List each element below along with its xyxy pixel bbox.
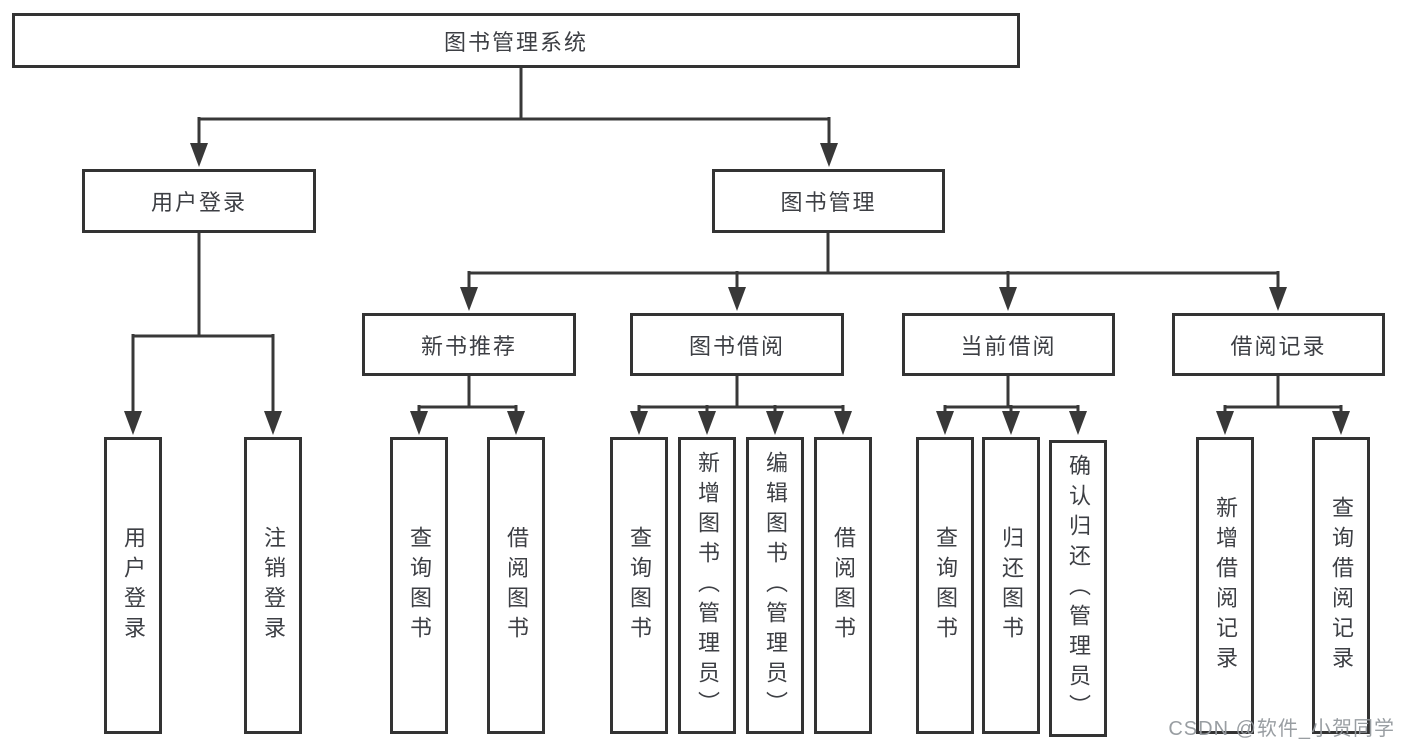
leaf-borrow-book-recommend: 借阅图书: [487, 437, 545, 734]
csdn-watermark: CSDN @软件_小贺同学: [1168, 718, 1395, 740]
arrow-down-icon: [698, 411, 716, 435]
connector-userlogin-to-leaves: [124, 233, 282, 435]
node-current-borrow: 当前借阅: [902, 313, 1115, 376]
arrow-down-icon: [460, 287, 478, 311]
node-label: 借阅记录: [1230, 333, 1327, 359]
leaf-add-book-admin: 新增图书（管理员）: [678, 437, 736, 734]
node-book-management: 图书管理: [712, 169, 945, 233]
leaf-return-book: 归还图书: [982, 437, 1040, 734]
arrow-down-icon: [630, 411, 648, 435]
node-label: 归还图书: [999, 525, 1024, 646]
connector-currentborrow-to-leaves: [936, 376, 1087, 435]
leaf-confirm-return-admin: 确认归还（管理员）: [1049, 440, 1107, 737]
arrow-down-icon: [834, 411, 852, 435]
leaf-edit-book-admin: 编辑图书（管理员）: [746, 437, 804, 734]
connector-bookborrow-to-leaves: [630, 376, 852, 435]
leaf-query-book-borrow: 查询图书: [610, 437, 668, 734]
node-label: 编辑图书（管理员）: [763, 450, 788, 721]
arrow-down-icon: [999, 287, 1017, 311]
node-label: 查询图书: [407, 525, 432, 646]
node-label: 新增借阅记录: [1213, 495, 1238, 676]
leaf-borrow-book: 借阅图书: [814, 437, 872, 734]
node-label: 用户登录: [150, 190, 247, 215]
arrow-down-icon: [1269, 287, 1287, 311]
connector-bookmgmt-to-level2: [460, 233, 1287, 311]
node-label: 新书推荐: [420, 333, 517, 359]
arrow-down-icon: [1002, 411, 1020, 435]
node-label: 图书管理系统: [443, 29, 588, 55]
node-label: 图书借阅: [688, 333, 785, 359]
node-new-book-recommend: 新书推荐: [362, 313, 576, 376]
arrow-down-icon: [507, 411, 525, 435]
node-borrow-records: 借阅记录: [1172, 313, 1385, 376]
arrow-down-icon: [410, 411, 428, 435]
node-label: 借阅图书: [831, 525, 856, 646]
node-label: 图书管理: [780, 190, 877, 215]
node-label: 确认归还（管理员）: [1066, 453, 1091, 724]
arrow-down-icon: [264, 411, 282, 435]
node-label: 当前借阅: [960, 333, 1057, 359]
leaf-query-book-recommend: 查询图书: [390, 437, 448, 734]
node-user-login: 用户登录: [82, 169, 316, 233]
node-label: 用户登录: [121, 525, 146, 646]
leaf-query-book-current: 查询图书: [916, 437, 974, 734]
connector-newbook-to-leaves: [410, 376, 525, 435]
arrow-down-icon: [124, 411, 142, 435]
node-library-system: 图书管理系统: [12, 13, 1020, 68]
node-label: 注销登录: [261, 525, 286, 646]
leaf-query-borrow-record: 查询借阅记录: [1312, 437, 1370, 734]
arrow-down-icon: [1216, 411, 1234, 435]
arrow-down-icon: [1069, 411, 1087, 435]
node-label: 查询借阅记录: [1329, 495, 1354, 676]
arrow-down-icon: [190, 143, 208, 167]
arrow-down-icon: [936, 411, 954, 435]
leaf-add-borrow-record: 新增借阅记录: [1196, 437, 1254, 734]
leaf-user-login: 用户登录: [104, 437, 162, 734]
node-label: 借阅图书: [504, 525, 529, 646]
node-label: 查询图书: [627, 525, 652, 646]
arrow-down-icon: [766, 411, 784, 435]
connector-records-to-leaves: [1216, 376, 1350, 435]
leaf-logout: 注销登录: [244, 437, 302, 734]
connector-root-to-level1: [190, 68, 838, 167]
arrow-down-icon: [820, 143, 838, 167]
node-book-borrow: 图书借阅: [630, 313, 844, 376]
arrow-down-icon: [1332, 411, 1350, 435]
arrow-down-icon: [728, 287, 746, 311]
node-label: 查询图书: [933, 525, 958, 646]
node-label: 新增图书（管理员）: [695, 450, 720, 721]
